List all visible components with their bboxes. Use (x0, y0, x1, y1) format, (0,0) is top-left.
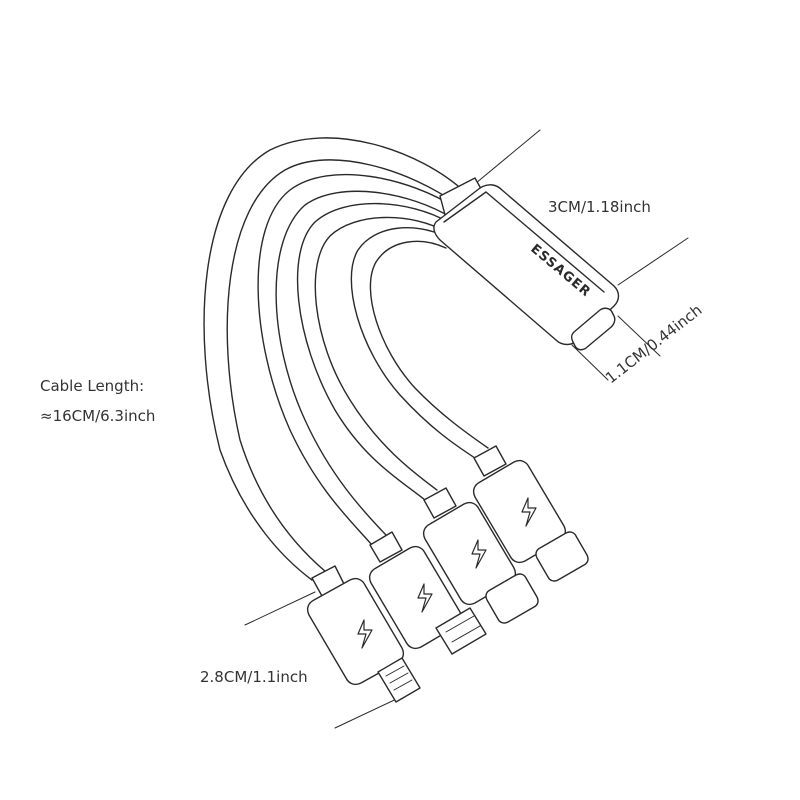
micro-usb-plug (368, 531, 487, 655)
usb-c-plug-1 (422, 487, 539, 624)
hub-length-label: 3CM/1.18inch (548, 198, 651, 216)
usb-c-2-tip (535, 531, 589, 582)
usb-c-plug-2 (472, 445, 589, 582)
micro-usb-tip (435, 607, 487, 655)
micro-usb-tip-detail-2 (451, 625, 481, 643)
usb-c-1-tip (485, 573, 539, 624)
usb-c-1-strain-relief (423, 487, 457, 519)
dim-hub-length-line-2 (617, 237, 689, 286)
cable-3-inner (314, 216, 447, 491)
lightning-bolt-icon (521, 497, 537, 527)
cables (203, 137, 489, 581)
hub-body (433, 184, 620, 346)
plug-length-label: 2.8CM/1.1inch (200, 668, 308, 686)
cable-2-inner (275, 190, 453, 536)
lightning-bolt-icon (417, 583, 433, 613)
cable-4-inner (369, 240, 489, 449)
lightning-bolt-icon (357, 619, 373, 649)
dim-hub-length-line (469, 129, 541, 189)
dimension-lines (244, 129, 689, 729)
lightning-tip-detail-2 (389, 672, 409, 684)
cable-2-outer (257, 173, 457, 546)
dim-hub-width-line-2 (617, 315, 661, 357)
micro-usb-tip-detail-1 (445, 615, 475, 633)
cable-3-outer (296, 202, 449, 501)
usb-c-2-strain-relief (473, 445, 507, 477)
micro-usb-strain-relief (369, 531, 403, 563)
hub-top-edge (443, 191, 605, 293)
lightning-bolt-icon (471, 539, 487, 569)
cable-1-inner (226, 159, 459, 573)
lightning-plug (306, 565, 421, 703)
lightning-tip (377, 657, 421, 703)
lightning-tip-detail-3 (393, 679, 413, 691)
cable-length-title: Cable Length: (40, 377, 145, 395)
dim-plug-length-line (244, 591, 316, 626)
dim-hub-width-line (571, 344, 609, 381)
cable-4-outer (350, 227, 479, 461)
cable-1-outer (203, 137, 467, 581)
hub-type-c-port (570, 307, 616, 351)
lightning-tip-detail-1 (385, 665, 405, 677)
dim-plug-length-line-2 (334, 694, 406, 729)
cable-length-value: ≈16CM/6.3inch (40, 407, 156, 425)
